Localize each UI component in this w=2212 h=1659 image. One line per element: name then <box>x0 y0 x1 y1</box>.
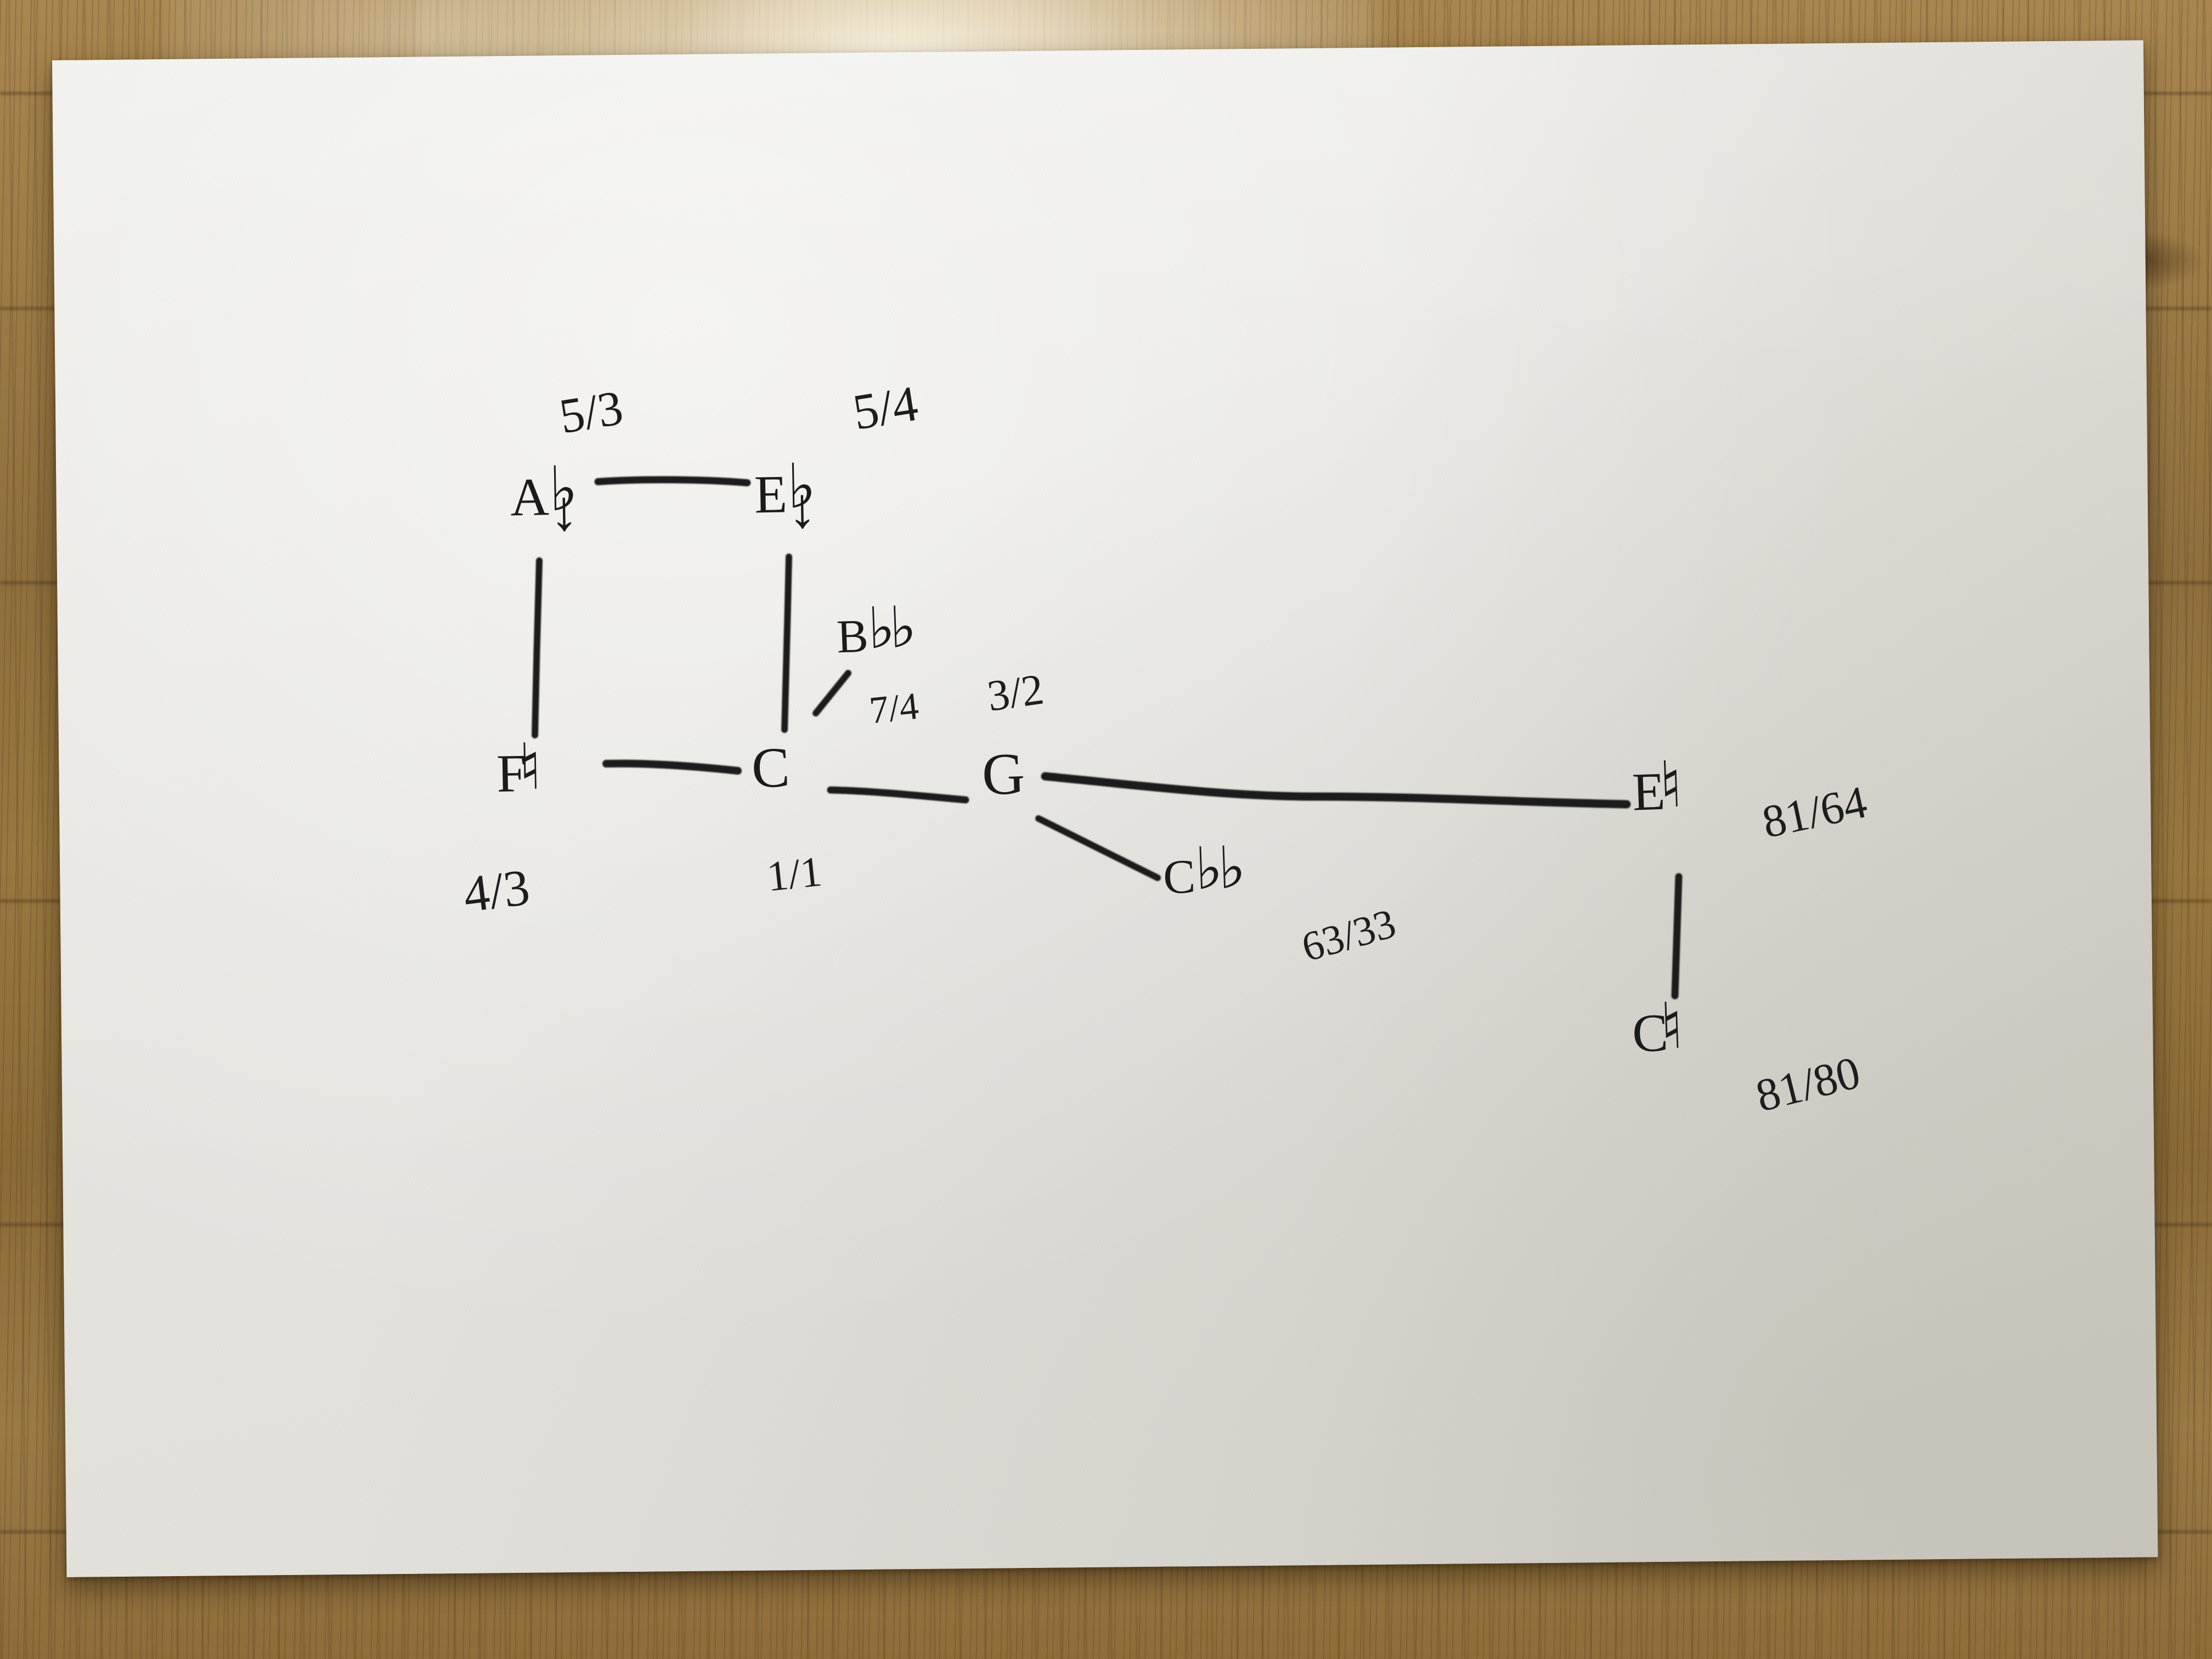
node-c-natural[interactable]: C♮ <box>1631 991 1692 1068</box>
edge-c-g <box>827 786 969 804</box>
node-f-natural-accidental: ♮ <box>518 732 543 804</box>
node-cbb-accidental: ♭♭ <box>1194 836 1243 902</box>
node-g-note: G <box>980 741 1026 808</box>
ratio-c: 1/1 <box>764 847 824 900</box>
edge-eb-c <box>781 554 792 733</box>
node-e-natural[interactable]: E♮ <box>1631 749 1689 826</box>
node-c-natural-accidental: ♮ <box>1659 991 1684 1063</box>
node-cbb-note: C <box>1162 850 1197 905</box>
node-c-note: C <box>751 735 791 800</box>
node-ab[interactable]: A♭↓ <box>510 455 607 543</box>
edge-g-cbb <box>1035 815 1161 881</box>
ratio-eb: 5/4 <box>849 375 922 441</box>
node-ab-arrow: ↓ <box>549 479 579 543</box>
edge-enatural-cnatural <box>1671 873 1683 1000</box>
node-eb[interactable]: E♭↓ <box>754 453 845 540</box>
node-e-natural-accidental: ♮ <box>1658 750 1684 821</box>
node-bbb-note: B <box>836 609 870 663</box>
node-bbb[interactable]: B♭♭ <box>836 596 912 667</box>
edge-ab-fnatural <box>532 557 543 738</box>
node-g[interactable]: G <box>981 740 1026 810</box>
edge-c-bbb <box>812 670 851 716</box>
edge-g-enatural <box>1041 772 1631 809</box>
node-eb-arrow: ↓ <box>787 476 817 540</box>
node-f-natural[interactable]: F♮ <box>496 732 550 808</box>
node-ab-note: A <box>510 467 550 528</box>
ratio-bbb: 7/4 <box>867 685 921 732</box>
node-eb-note: E <box>754 465 788 525</box>
edge-fnatural-c <box>602 759 742 775</box>
node-c[interactable]: C <box>751 735 791 801</box>
edge-ab-eb <box>594 476 751 487</box>
ratio-g: 3/2 <box>984 665 1047 721</box>
node-cbb[interactable]: C♭♭ <box>1162 836 1243 908</box>
node-bbb-accidental: ♭♭ <box>867 596 912 661</box>
ratio-ab: 5/3 <box>555 380 627 444</box>
ratio-f-natural: 4/3 <box>460 859 533 923</box>
